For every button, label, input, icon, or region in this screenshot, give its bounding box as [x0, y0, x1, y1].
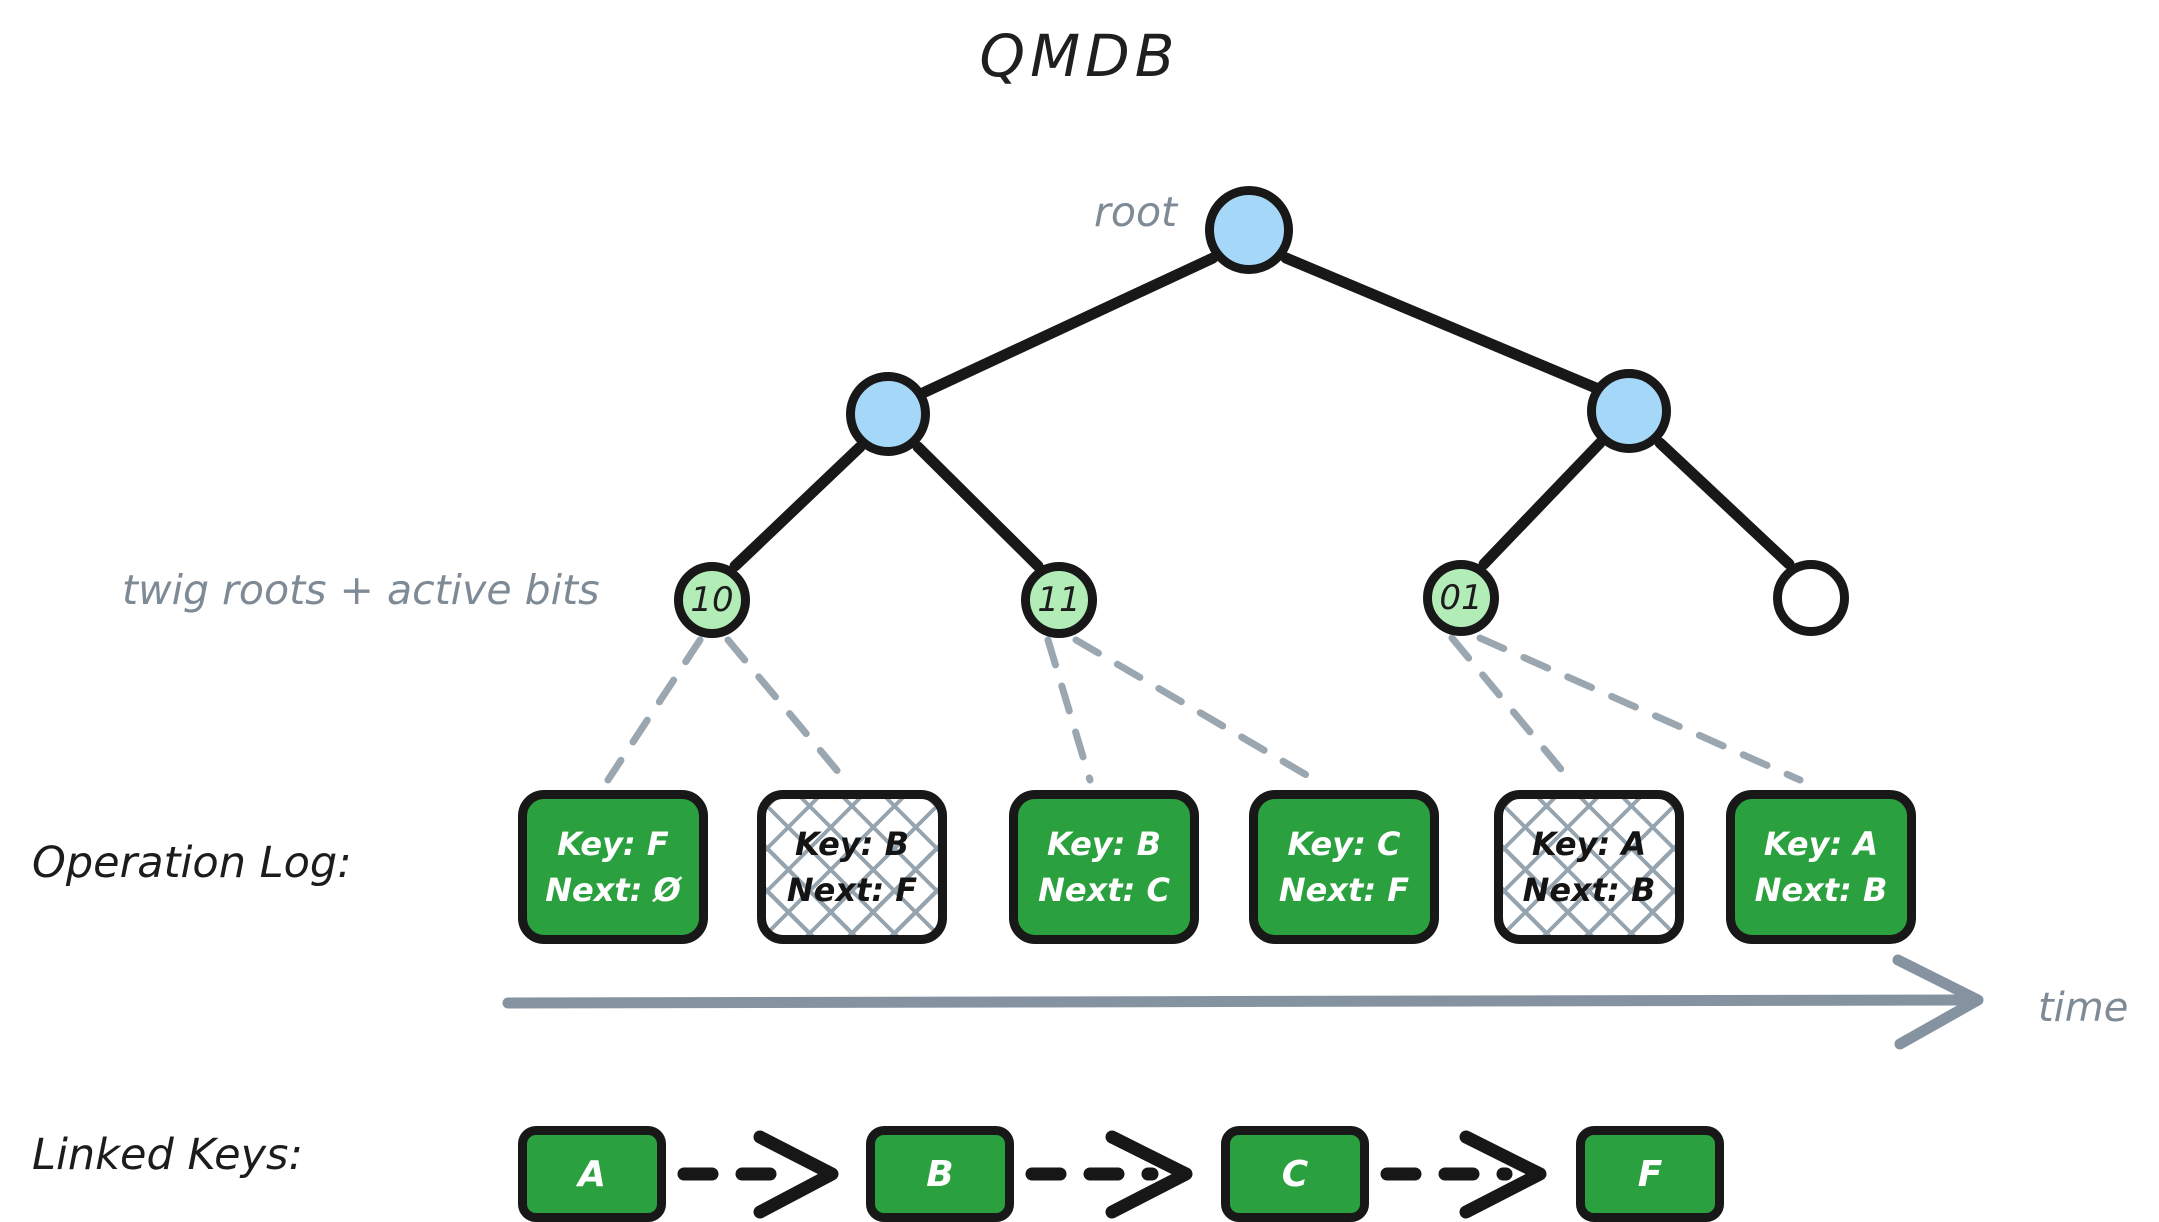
connector-twig10-entry0	[604, 636, 704, 784]
oplog-entry-key: Key: C	[1287, 825, 1401, 863]
oplog-entry-next: Next: Ø	[545, 871, 681, 909]
linked-arrow-0	[677, 1130, 839, 1219]
root-label: root	[1094, 188, 1178, 236]
time-arrow-head	[1892, 954, 1984, 1050]
oplog-entry-next: Next: B	[1754, 871, 1888, 909]
linked-key-label: F	[1637, 1153, 1663, 1195]
time-arrow-shaft	[502, 994, 1968, 1009]
oplog-entry-next: Next: F	[786, 871, 918, 909]
edge-root-left	[919, 252, 1219, 398]
linked-key-label: C	[1281, 1153, 1309, 1195]
linked-key-label: A	[578, 1153, 606, 1195]
edge-left-twig10	[729, 441, 866, 572]
linked-key-a[interactable]: A	[518, 1126, 666, 1222]
tree-node-twig-10[interactable]: 10	[674, 562, 750, 638]
linked-key-f[interactable]: F	[1576, 1126, 1724, 1222]
connector-twig11-entry2	[1044, 636, 1094, 784]
oplog-entry-key: Key: A	[1531, 825, 1647, 863]
linked-arrow-1	[1025, 1130, 1193, 1219]
connector-twig01-entry5	[1476, 634, 1804, 784]
operation-log-label: Operation Log:	[32, 838, 352, 888]
connector-twig10-entry1	[724, 636, 849, 784]
oplog-entry-key: Key: B	[795, 825, 909, 863]
oplog-entry-next: Next: B	[1522, 871, 1656, 909]
edge-root-right	[1280, 252, 1602, 394]
oplog-entry-key: Key: A	[1763, 825, 1879, 863]
oplog-entry-2[interactable]: Key: B Next: C	[1009, 790, 1199, 944]
oplog-entry-0[interactable]: Key: F Next: Ø	[518, 790, 708, 944]
time-arrow	[502, 954, 1984, 1050]
oplog-entry-next: Next: C	[1038, 871, 1170, 909]
connector-twig11-entry3	[1072, 636, 1319, 784]
connector-twig01-entry4	[1448, 634, 1574, 784]
oplog-entry-key: Key: F	[557, 825, 669, 863]
edge-right-twigempty	[1654, 437, 1795, 570]
tree-node-label: 11	[1037, 580, 1081, 620]
oplog-entry-5[interactable]: Key: A Next: B	[1726, 790, 1916, 944]
oplog-entry-1[interactable]: Key: B Next: F	[757, 790, 947, 944]
tree-node-twig-empty[interactable]	[1773, 560, 1849, 636]
oplog-entry-3[interactable]: Key: C Next: F	[1249, 790, 1439, 944]
tree-node-twig-01[interactable]: 01	[1423, 560, 1499, 636]
linked-key-label: B	[926, 1153, 954, 1195]
tree-node-label: 01	[1439, 578, 1483, 618]
tree-node-root[interactable]	[1205, 186, 1293, 274]
tree-node-internal-right[interactable]	[1587, 369, 1671, 453]
linked-key-b[interactable]: B	[866, 1126, 1014, 1222]
edge-left-twig11	[912, 441, 1044, 572]
time-axis-label: time	[2038, 985, 2129, 1031]
linked-key-arrows	[677, 1130, 1547, 1219]
twig-entry-connectors	[604, 634, 1804, 784]
page-title: QMDB	[979, 22, 1180, 90]
linked-arrow-2	[1380, 1130, 1547, 1219]
oplog-entry-key: Key: B	[1047, 825, 1161, 863]
linked-keys-label: Linked Keys:	[32, 1130, 303, 1180]
oplog-entry-next: Next: F	[1278, 871, 1410, 909]
oplog-entry-4[interactable]: Key: A Next: B	[1494, 790, 1684, 944]
twig-roots-label: twig roots + active bits	[122, 566, 600, 614]
tree-node-label: 10	[690, 580, 734, 620]
tree-node-internal-left[interactable]	[846, 372, 930, 456]
edge-right-twig01	[1478, 437, 1606, 570]
linked-key-c[interactable]: C	[1221, 1126, 1369, 1222]
tree-node-twig-11[interactable]: 11	[1021, 562, 1097, 638]
